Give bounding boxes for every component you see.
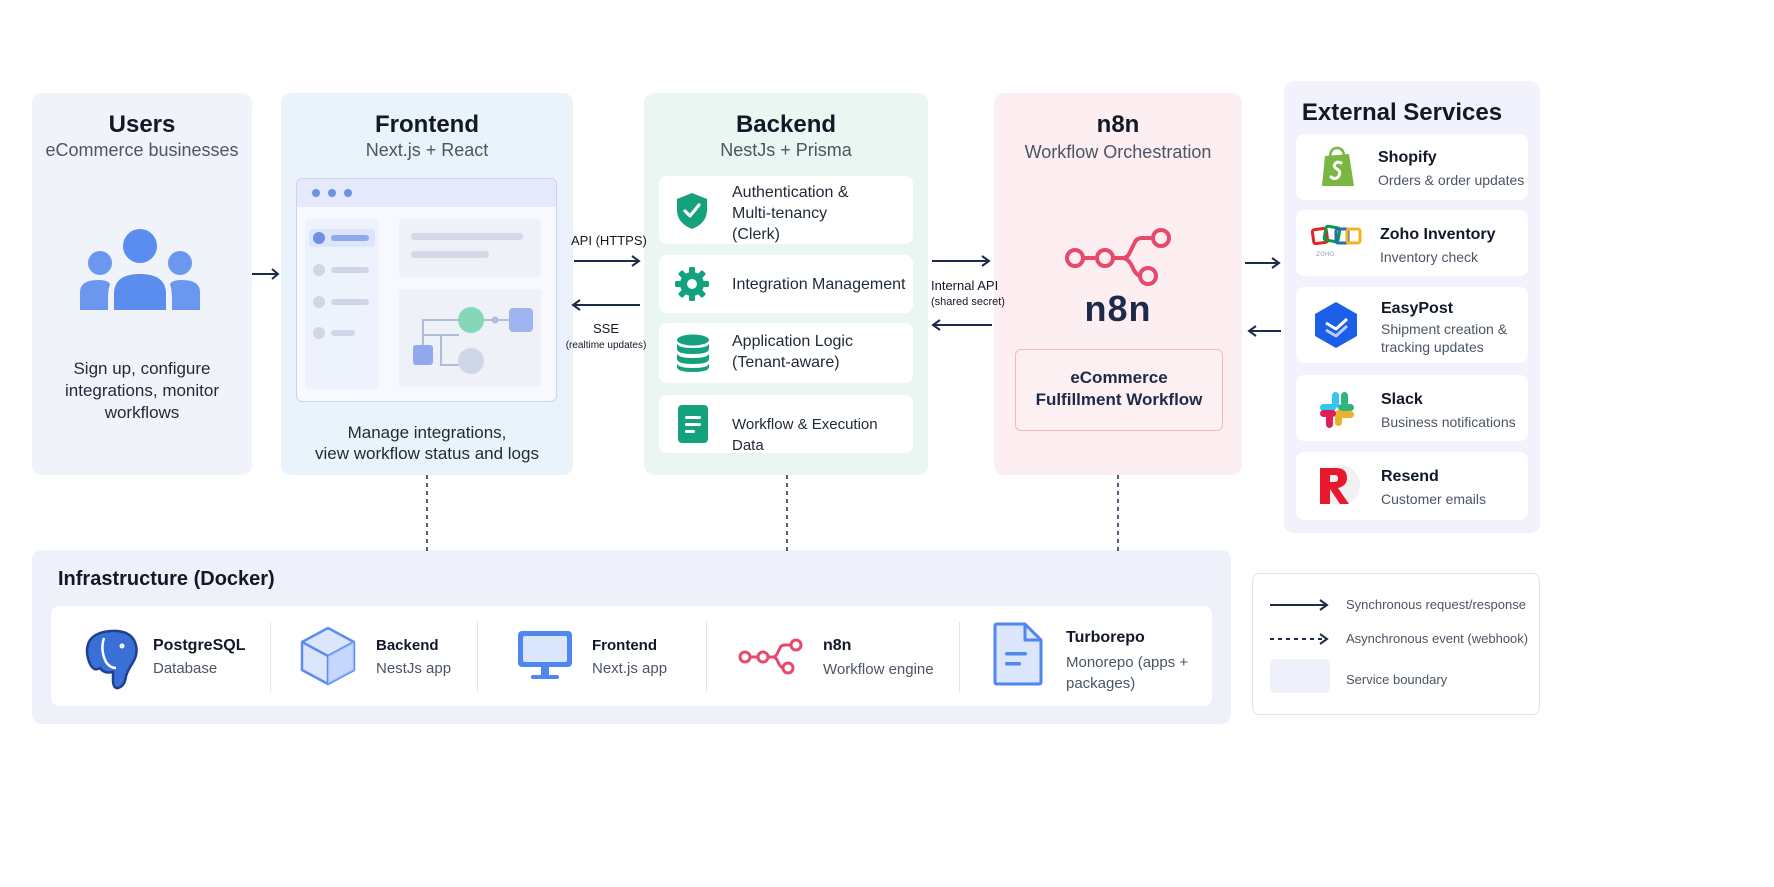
infra-backend-name: Backend (376, 637, 439, 654)
infrastructure-title: Infrastructure (Docker) (58, 568, 275, 590)
external-services-title: External Services (1301, 99, 1503, 126)
backend-item-auth-label: Authentication & Multi-tenancy (Clerk) (732, 184, 849, 243)
postgresql-icon (85, 629, 138, 690)
arrow-backend-frontend (571, 299, 640, 311)
legend-boundary-label: Service boundary (1346, 672, 1448, 687)
backend-item-workflow-data-label: Workflow & Execution Data (732, 416, 878, 454)
n8n-title: n8n (1096, 111, 1140, 138)
document-icon (678, 405, 708, 443)
service-shopify-name: Shopify (1378, 149, 1437, 166)
service-slack-desc: Business notifications (1381, 414, 1516, 430)
frontend-caption-line1: Manage integrations, (347, 423, 507, 442)
backend-item-integration-label: Integration Management (732, 276, 906, 293)
backend-item-logic: Application Logic (Tenant-aware) (659, 323, 913, 383)
service-easypost-desc: Shipment creation & tracking updates (1381, 321, 1508, 355)
dashed-connector-frontend (426, 475, 428, 551)
backend-item-auth: Authentication & Multi-tenancy (Clerk) (659, 176, 913, 244)
service-shopify: Shopify Orders & order updates (1296, 134, 1528, 200)
infra-divider (477, 622, 478, 692)
cube-icon (300, 626, 356, 686)
legend-async-arrow-icon (1270, 633, 1329, 645)
n8n-subtitle: Workflow Orchestration (1024, 142, 1212, 162)
n8n-logo-text: n8n (1084, 288, 1152, 329)
n8n-workflow-box (1015, 349, 1223, 431)
arrow-external-n8n (1247, 325, 1281, 337)
users-description: Sign up, configure integrations, monitor… (64, 359, 220, 422)
internal-api-sub-label: (shared secret) (931, 296, 1005, 308)
mockup-text-lines (411, 233, 523, 258)
api-https-label: API (HTTPS) (571, 233, 647, 248)
legend-async-label: Asynchronous event (webhook) (1346, 631, 1529, 646)
service-easypost-name: EasyPost (1381, 300, 1454, 317)
monitor-icon (518, 631, 572, 679)
zoho-icon: ZOHO (1310, 224, 1362, 258)
backend-item-logic-label: Application Logic (Tenant-aware) (732, 333, 853, 371)
sse-label: SSE (592, 321, 619, 336)
service-shopify-desc: Orders & order updates (1378, 172, 1525, 188)
legend-sync-arrow-icon (1270, 599, 1329, 611)
users-title: Users (108, 111, 176, 138)
easypost-icon (1315, 302, 1357, 348)
internal-api-label: Internal API (931, 278, 999, 293)
backend-item-workflow-data: Workflow & Execution Data (659, 395, 913, 454)
resend-icon (1320, 465, 1360, 505)
users-group-icon (80, 229, 200, 310)
service-zoho-desc: Inventory check (1380, 249, 1479, 265)
infra-divider (270, 622, 271, 692)
legend-boundary-swatch (1270, 659, 1330, 693)
shield-check-icon (677, 193, 707, 229)
infra-n8n-desc: Workflow engine (823, 661, 934, 678)
infra-turborepo-name: Turborepo (1066, 629, 1145, 646)
n8n-logo-icon (1065, 228, 1171, 286)
frontend-subtitle: Next.js + React (365, 140, 489, 160)
service-resend-desc: Customer emails (1381, 491, 1487, 507)
infra-n8n-name: n8n (823, 637, 852, 654)
slack-icon (1320, 392, 1354, 428)
n8n-workflow-line2: Fulfillment Workflow (1035, 390, 1203, 409)
arrow-n8n-external (1245, 257, 1281, 269)
window-dots-icon (312, 189, 352, 197)
service-easypost: EasyPost Shipment creation & tracking up… (1296, 287, 1528, 363)
service-slack-name: Slack (1381, 391, 1423, 408)
mockup-content-card (399, 219, 541, 277)
backend-subtitle: NestJs + Prisma (720, 140, 852, 160)
dashed-connector-n8n (1117, 475, 1119, 551)
dashed-connector-backend (786, 475, 788, 551)
infra-divider (959, 622, 960, 692)
mockup-titlebar (297, 179, 556, 207)
app-mockup-window (296, 178, 557, 402)
infra-turborepo-desc: Monorepo (apps + packages) (1066, 654, 1189, 692)
backend-title: Backend (735, 111, 837, 138)
arrow-n8n-backend (931, 319, 992, 331)
service-resend-name: Resend (1381, 468, 1439, 485)
users-subtitle: eCommerce businesses (45, 140, 239, 160)
arrow-frontend-backend (574, 255, 641, 267)
arrow-users-frontend (252, 268, 280, 280)
svg-text:ZOHO: ZOHO (1316, 251, 1334, 258)
arrow-backend-n8n (932, 255, 991, 267)
service-zoho-name: Zoho Inventory (1380, 226, 1496, 243)
gear-icon (675, 267, 709, 301)
service-zoho: ZOHO Zoho Inventory Inventory check (1296, 210, 1528, 276)
sse-sub-label: (realtime updates) (565, 340, 647, 351)
infra-divider (706, 622, 707, 692)
mockup-flow-diagram-icon (413, 307, 533, 374)
n8n-icon (738, 638, 803, 675)
legend-sync-label: Synchronous request/response (1346, 597, 1526, 612)
backend-item-integration: Integration Management (659, 255, 913, 313)
shopify-icon (1322, 146, 1354, 186)
infra-postgresql-desc: Database (153, 660, 218, 677)
infra-postgresql-name: PostgreSQL (153, 637, 246, 654)
mockup-sidebar-items (309, 229, 375, 339)
n8n-workflow-line1: eCommerce (1070, 368, 1168, 387)
service-resend: Resend Customer emails (1296, 452, 1528, 520)
database-icon (677, 334, 709, 372)
file-icon (993, 622, 1043, 686)
frontend-caption-line2: view workflow status and logs (315, 444, 539, 463)
frontend-title: Frontend (375, 111, 479, 138)
service-slack: Slack Business notifications (1296, 375, 1528, 441)
infra-backend-desc: NestJs app (376, 660, 452, 677)
infra-frontend-name: Frontend (592, 637, 657, 654)
infra-frontend-desc: Next.js app (592, 660, 668, 677)
